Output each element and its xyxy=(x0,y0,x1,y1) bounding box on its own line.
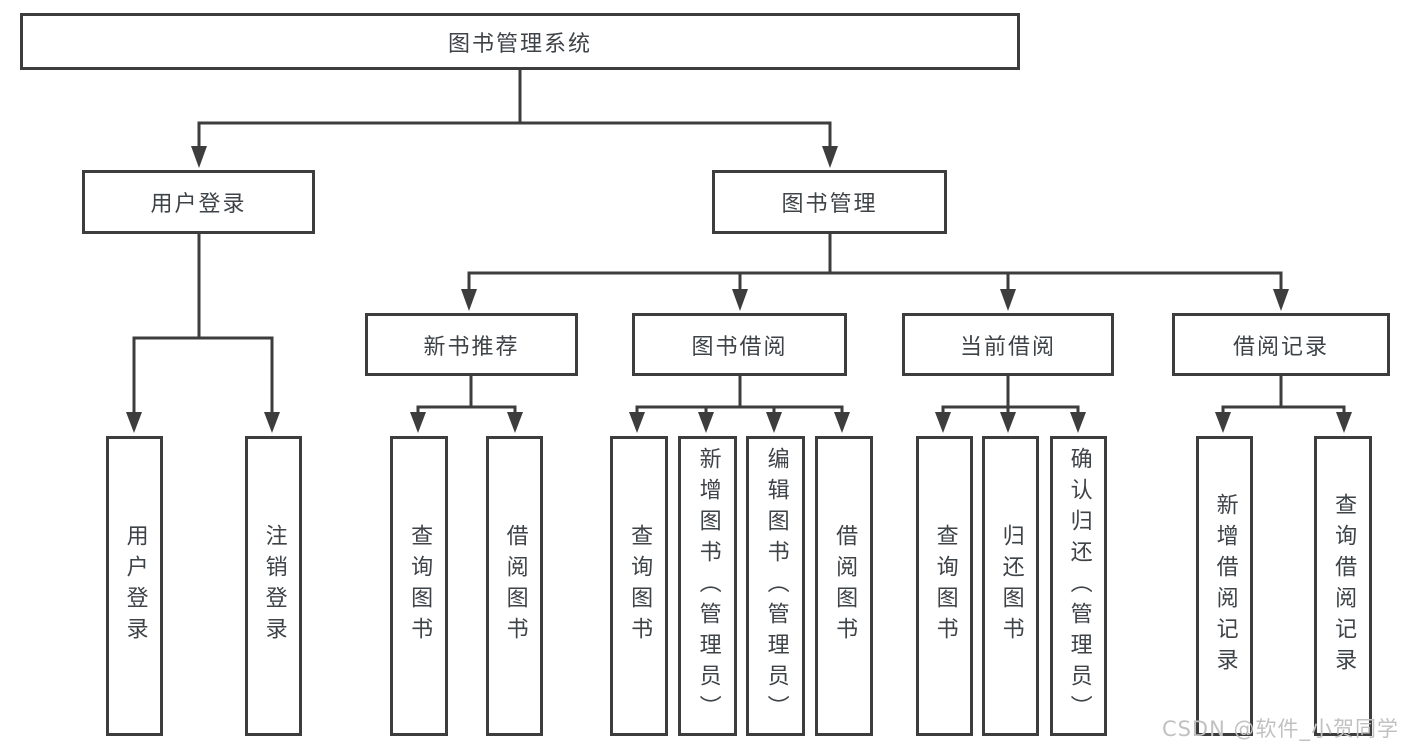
node-label: 注销登录 xyxy=(261,524,287,648)
node-current-borrow: 当前借阅 xyxy=(902,313,1114,376)
node-label: 新增图书（管理员） xyxy=(695,446,721,726)
leaf-edit-books-admin: 编辑图书（管理员） xyxy=(746,436,805,736)
node-label: 编辑图书（管理员） xyxy=(763,446,789,726)
node-book-management: 图书管理 xyxy=(712,170,947,234)
node-label: 新书推荐 xyxy=(423,334,520,360)
leaf-confirm-return-admin: 确认归还（管理员） xyxy=(1050,436,1107,736)
node-new-book-recommend: 新书推荐 xyxy=(365,313,578,376)
leaf-query-books-recommend: 查询图书 xyxy=(390,436,448,736)
node-label: 查询图书 xyxy=(932,524,958,648)
node-book-borrow: 图书借阅 xyxy=(632,313,847,376)
node-label: 借阅图书 xyxy=(832,524,858,648)
node-label: 借阅记录 xyxy=(1232,334,1329,360)
node-label: 用户登录 xyxy=(122,524,148,648)
leaf-return-books: 归还图书 xyxy=(982,436,1039,736)
leaf-borrow-books-recommend: 借阅图书 xyxy=(486,436,543,736)
csdn-watermark: CSDN @软件_小贺同学 xyxy=(1161,717,1399,741)
arrowhead-icons xyxy=(126,146,1352,433)
node-label: 借阅图书 xyxy=(502,524,528,648)
leaf-logout: 注销登录 xyxy=(245,436,302,736)
node-label: 归还图书 xyxy=(998,524,1024,648)
node-label: 图书借阅 xyxy=(691,334,788,360)
node-borrow-records: 借阅记录 xyxy=(1172,313,1390,376)
node-label: 查询借阅记录 xyxy=(1331,493,1357,679)
node-library-management-system: 图书管理系统 xyxy=(20,13,1020,70)
node-label: 图书管理 xyxy=(781,192,878,217)
leaf-borrow-books: 借阅图书 xyxy=(815,436,873,736)
node-label: 当前借阅 xyxy=(959,334,1056,360)
node-label: 查询图书 xyxy=(627,524,653,648)
leaf-add-books-admin: 新增图书（管理员） xyxy=(678,436,737,736)
leaf-query-books-borrow: 查询图书 xyxy=(610,436,668,736)
node-label: 用户登录 xyxy=(150,192,247,217)
leaf-query-borrow-record: 查询借阅记录 xyxy=(1314,436,1372,736)
node-label: 新增借阅记录 xyxy=(1212,493,1238,679)
leaf-add-borrow-record: 新增借阅记录 xyxy=(1196,436,1253,736)
node-label: 确认归还（管理员） xyxy=(1066,446,1092,726)
leaf-query-books-current: 查询图书 xyxy=(916,436,973,736)
leaf-user-login: 用户登录 xyxy=(106,436,163,736)
node-user-login: 用户登录 xyxy=(82,170,315,234)
node-label: 图书管理系统 xyxy=(447,31,592,57)
node-label: 查询图书 xyxy=(407,524,433,648)
